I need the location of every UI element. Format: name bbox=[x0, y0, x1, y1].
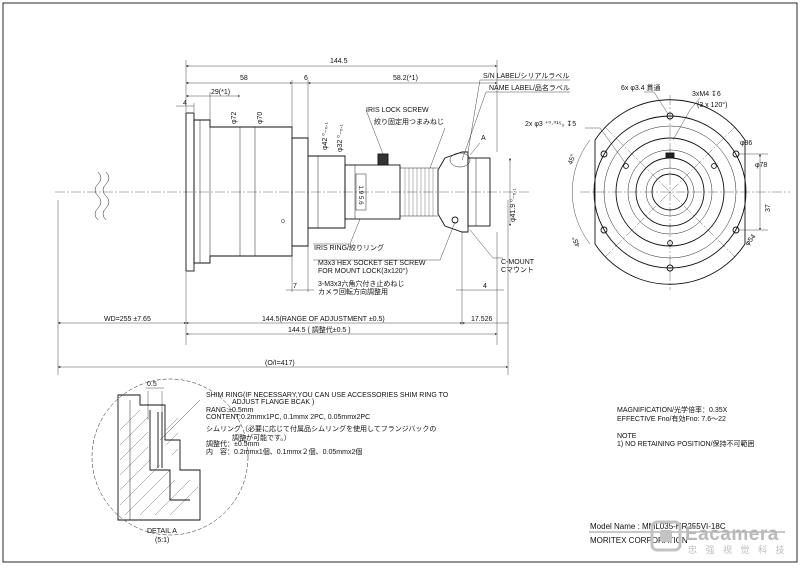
dim-29: 29(*1) bbox=[211, 89, 230, 96]
shim-note-3: RANG:±0.5mm bbox=[206, 407, 254, 414]
iris-ring-knurl bbox=[400, 167, 438, 217]
barrel-step bbox=[292, 137, 309, 247]
dia-86: φ86 bbox=[740, 140, 752, 147]
front-view bbox=[580, 95, 790, 290]
circle-78 bbox=[603, 125, 737, 259]
dia-41-9: φ41.9 ⁰₋₀.₁ bbox=[509, 188, 517, 222]
iris-lock-callout-jp: 絞り固定用つまみねじ bbox=[374, 117, 444, 126]
dia-70: φ70 bbox=[257, 112, 264, 124]
detail-a-marker bbox=[449, 152, 471, 168]
note-title: NOTE bbox=[617, 433, 637, 440]
shim-note-jp2: 調整が可能です。） bbox=[232, 433, 291, 442]
company-name: MORITEX CORPORATION bbox=[590, 536, 688, 545]
dim-58: 58 bbox=[240, 75, 248, 82]
magnification-note: MAGNIFICATION/光学倍率：0.35X bbox=[617, 405, 728, 414]
watermark-logo-icon bbox=[650, 520, 682, 552]
object-image-distance: (O/I=417) bbox=[265, 360, 295, 367]
sn-label-callout: S/N LABEL/シリアルラベル bbox=[483, 72, 569, 80]
detail-a-scale: (5:1) bbox=[155, 537, 169, 544]
shim-note-4: CONTENT:0.2mmx1PC, 0.1mmx 2PC, 0.05mmx2P… bbox=[206, 414, 370, 421]
shim-note-jp4: 内 容：0.2mmx1個、0.1mmx２個、0.05mmx2個 bbox=[206, 447, 362, 456]
break-line bbox=[102, 171, 110, 221]
shim-note-jp3: 調整代：±0.5mm bbox=[206, 439, 259, 448]
front-barrel bbox=[193, 119, 293, 264]
dim-58-2: 58.2(*1) bbox=[393, 75, 418, 82]
range-of-adjustment: 144.5(RANGE OF ADJUSTMENT ±0.5) bbox=[262, 316, 385, 323]
dim-7: 7 bbox=[293, 283, 297, 290]
watermark-chinese: 忠 强 视 觉 科 技 bbox=[688, 544, 788, 555]
c-mount-callout-jp: Cマウント bbox=[501, 266, 534, 274]
hole-callout-2: 3xM4 ↧6 bbox=[692, 91, 721, 98]
iris-lock-callout: IRIS LOCK SCREW bbox=[366, 107, 429, 114]
pin-callout: 2x φ3 ⁺⁰·⁰¹⁵₀ ↧5 bbox=[525, 120, 576, 128]
working-distance: WD=255 ±7.65 bbox=[104, 316, 151, 323]
rear-housing bbox=[437, 151, 469, 233]
name-label-callout: NAME LABEL/品名ラベル bbox=[489, 83, 570, 92]
model-name: Model Name : MML035-HR255VI-18C bbox=[590, 522, 726, 531]
c-mount-callout: C-MOUNT bbox=[501, 259, 535, 266]
dim-overall-length: 144.5 bbox=[330, 58, 348, 65]
iris-lock-screw bbox=[377, 153, 389, 166]
watermark: Eacamera 忠 强 视 觉 科 技 bbox=[650, 520, 788, 555]
hex-screw-callout-jp2: カメラ回転方向調整用 bbox=[318, 287, 388, 296]
detail-boundary bbox=[91, 378, 249, 536]
dia-32: φ32 ⁰₋₀.₁ bbox=[336, 123, 344, 152]
flange-back: 17.526 bbox=[471, 316, 493, 323]
hole-callout-1: 6x φ3.4 貫通 bbox=[621, 83, 661, 92]
svg-text:1.9 5.6: 1.9 5.6 bbox=[357, 185, 364, 205]
side-view: 1.9 5.6 bbox=[55, 60, 530, 375]
dia-42: φ42 ⁰₋₀.₁ bbox=[321, 121, 329, 150]
hex-screw-callout-2: FOR MOUNT LOCK(3x120°) bbox=[318, 267, 408, 275]
c-mount-thread bbox=[467, 157, 491, 227]
dim-6: 6 bbox=[304, 75, 308, 82]
hex-screw-callout-jp1: 3-M3x3六角穴付き止めねじ bbox=[318, 279, 404, 288]
dim-4: 4 bbox=[183, 100, 187, 107]
angle-45-top: 45° bbox=[566, 153, 577, 166]
shim-note-1: SHIM RING(IF NECESSARY,YOU CAN USE ACCES… bbox=[206, 392, 449, 399]
mount-lock-screw bbox=[451, 216, 459, 224]
break-line bbox=[94, 171, 102, 221]
dia-72: φ72 bbox=[231, 112, 238, 124]
bolt-circle-86 bbox=[593, 115, 747, 269]
dim-4-bottom: 4 bbox=[483, 283, 487, 290]
detail-a-view: 0.5 DETAIL A (5:1) bbox=[91, 378, 249, 544]
front-flange-outline bbox=[594, 99, 746, 285]
diameter-labels: φ72 φ70 φ42 ⁰₋₀.₁ φ32 ⁰₋₀.₁ φ41.9 ⁰₋₀.₁ bbox=[231, 112, 517, 226]
dim-37: 37 bbox=[765, 204, 772, 212]
shim-note-2: ADJUST FLANGE BCAK ) bbox=[232, 399, 314, 406]
watermark-brand: Eacamera bbox=[685, 524, 779, 545]
dia-54: φ54 bbox=[744, 233, 757, 247]
hex-screw-callout-1: M3x3 HEX SOCKET SET SCREW bbox=[318, 260, 426, 267]
iris-ring-body bbox=[344, 164, 401, 220]
clear-aperture bbox=[651, 173, 689, 211]
iris-ring-callout: IRIS RING/絞りリング bbox=[314, 243, 384, 252]
detail-a-title: DETAIL A bbox=[147, 528, 177, 535]
sheet-frame bbox=[2, 2, 798, 563]
spec-notes: MAGNIFICATION/光学倍率：0.35X EFFECTIVE Fno/有… bbox=[617, 405, 755, 448]
dia-78: φ78 bbox=[755, 162, 767, 169]
shim-ring-notes: SHIM RING(IF NECESSARY,YOU CAN USE ACCES… bbox=[206, 392, 449, 456]
angle-45-bottom: 45° bbox=[571, 235, 582, 248]
shim-note-jp1: シムリング（必要に応じて付属品シムリングを使用してフランジバックの bbox=[206, 424, 436, 433]
note-1: 1) NO RETAINING POSITION/保持不可範囲 bbox=[617, 439, 755, 448]
callouts: S/N LABEL/シリアルラベル NAME LABEL/品名ラベル IRIS … bbox=[286, 72, 570, 296]
bottom-dimensions: WD=255 ±7.65 144.5(RANGE OF ADJUSTMENT ±… bbox=[58, 316, 508, 369]
top-dimensions: 144.5 58 6 58.2(*1) 29(*1) 4 bbox=[176, 58, 497, 107]
adjustment-jp: 144.5 ( 調整代±0.5 ) bbox=[288, 325, 351, 334]
fno-note: EFFECTIVE Fno/有効Fno: 7.6～22 bbox=[617, 414, 726, 423]
detail-a-label: A bbox=[481, 135, 486, 142]
detail-dim-0-5: 0.5 bbox=[147, 381, 157, 388]
hole-callout-3: (3 x 120°) bbox=[697, 101, 727, 109]
title-block: Model Name : MML035-HR255VI-18C MORITEX … bbox=[589, 522, 785, 545]
